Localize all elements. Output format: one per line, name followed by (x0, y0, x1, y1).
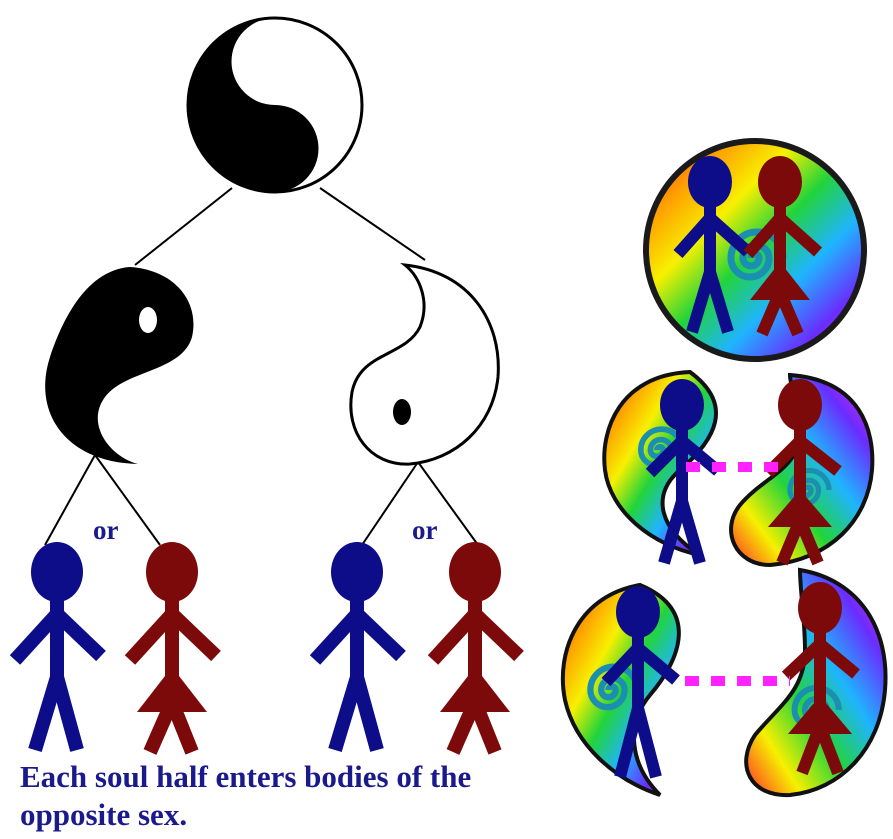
separating-couple (604, 372, 872, 565)
yang-half-icon (351, 265, 499, 464)
male-figure-right (315, 542, 401, 750)
female-figure-right (433, 542, 519, 752)
male-figure-left (15, 542, 101, 750)
female-figure-left (130, 542, 216, 752)
or-label-right: or (412, 515, 437, 546)
united-couple-circle (643, 138, 867, 362)
separated-couple (563, 570, 886, 795)
yin-yang-icon (188, 18, 362, 192)
yin-half-icon (45, 267, 193, 464)
or-label-left: or (93, 515, 118, 546)
diagram-caption: Each soul half enters bodies of the oppo… (20, 758, 540, 834)
